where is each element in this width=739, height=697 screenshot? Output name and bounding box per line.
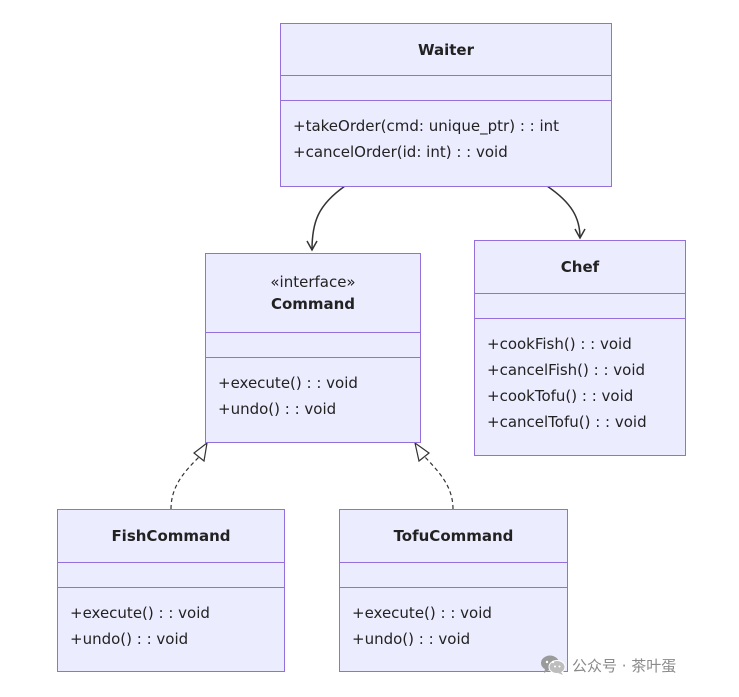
realization-fishcommand-command <box>170 455 201 510</box>
realization-arrowhead-fish <box>193 441 208 463</box>
methods-section: +takeOrder(cmd: unique_ptr) : : int +can… <box>281 101 611 165</box>
watermark: 公众号 · 茶叶蛋 <box>540 654 676 676</box>
class-name-section: Waiter <box>281 24 611 76</box>
class-name-section: FishCommand <box>58 510 284 563</box>
method: +undo() : : void <box>218 400 337 418</box>
class-fishcommand[interactable]: FishCommand +execute() : : void +undo() … <box>57 509 285 672</box>
method: +execute() : : void <box>70 604 210 622</box>
methods-section: +execute() : : void +undo() : : void <box>206 358 420 422</box>
method: +undo() : : void <box>70 630 189 648</box>
class-name-section: Chef <box>475 241 685 294</box>
realization-tofucommand-command <box>423 455 454 510</box>
attributes-section <box>281 76 611 101</box>
methods-section: +execute() : : void +undo() : : void <box>58 588 284 652</box>
association-waiter-command <box>306 185 346 252</box>
watermark-text: 公众号 · 茶叶蛋 <box>572 656 677 675</box>
method: +undo() : : void <box>352 630 471 648</box>
class-name: Command <box>270 295 356 313</box>
attributes-section <box>475 294 685 319</box>
class-tofucommand[interactable]: TofuCommand +execute() : : void +undo() … <box>339 509 568 672</box>
class-name-section: «interface» Command <box>206 254 420 333</box>
class-name: TofuCommand <box>393 527 514 545</box>
method: +cancelTofu() : : void <box>487 413 647 431</box>
stereotype-label: «interface» <box>270 273 356 291</box>
wechat-icon <box>540 654 566 676</box>
method: +execute() : : void <box>352 604 492 622</box>
methods-section: +cookFish() : : void +cancelFish() : : v… <box>475 319 685 435</box>
realization-arrowhead-tofu <box>414 441 430 463</box>
class-name-section: TofuCommand <box>340 510 567 563</box>
class-name: Waiter <box>417 40 474 59</box>
class-name: Chef <box>560 258 600 276</box>
method: +takeOrder(cmd: unique_ptr) : : int <box>293 117 560 135</box>
method: +cookFish() : : void <box>487 335 632 353</box>
method: +cookTofu() : : void <box>487 387 634 405</box>
class-waiter[interactable]: Waiter +takeOrder(cmd: unique_ptr) : : i… <box>280 23 612 187</box>
association-waiter-chef <box>546 185 586 240</box>
class-name: FishCommand <box>111 527 231 545</box>
class-command[interactable]: «interface» Command +execute() : : void … <box>205 253 421 443</box>
attributes-section <box>58 563 284 588</box>
attributes-section <box>340 563 567 588</box>
attributes-section <box>206 333 420 358</box>
method: +execute() : : void <box>218 374 358 392</box>
class-chef[interactable]: Chef +cookFish() : : void +cancelFish() … <box>474 240 686 456</box>
method: +cancelFish() : : void <box>487 361 646 379</box>
method: +cancelOrder(id: int) : : void <box>293 143 508 161</box>
methods-section: +execute() : : void +undo() : : void <box>340 588 567 652</box>
